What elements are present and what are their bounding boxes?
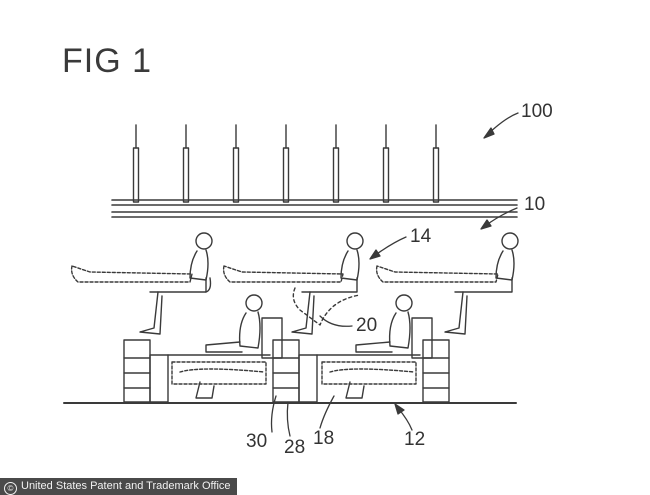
ref-12: 12 xyxy=(404,429,426,450)
upper-passenger xyxy=(222,232,364,335)
ref-28: 28 xyxy=(284,437,306,458)
rod xyxy=(182,124,190,203)
lower-passenger xyxy=(329,294,415,399)
seat-stack-right xyxy=(422,339,450,403)
ceiling-rails xyxy=(111,199,518,218)
ref-18: 18 xyxy=(313,428,335,449)
ceiling-rods xyxy=(132,124,440,203)
rod xyxy=(132,124,140,203)
rod xyxy=(332,124,340,203)
rod xyxy=(232,124,240,203)
ref-20: 20 xyxy=(356,315,378,336)
ref-14: 14 xyxy=(410,226,432,247)
upper-passenger xyxy=(70,232,213,335)
ref-100: 100 xyxy=(521,101,553,122)
copyright-icon: © xyxy=(4,482,17,495)
reference-leaders xyxy=(270,112,519,437)
rod xyxy=(382,124,390,203)
ref-10: 10 xyxy=(524,194,546,215)
rod xyxy=(282,124,290,203)
seat-stack-left xyxy=(123,339,169,403)
credit-text: United States Patent and Trademark Offic… xyxy=(21,480,231,492)
ref-30: 30 xyxy=(246,431,268,452)
lower-passenger xyxy=(179,294,265,399)
upper-passenger xyxy=(375,232,519,335)
image-credit: © United States Patent and Trademark Offi… xyxy=(0,478,237,495)
seat-frame-dashed xyxy=(292,287,361,326)
lower-seat xyxy=(316,317,433,385)
lower-seat xyxy=(167,317,283,385)
seat-stack-middle xyxy=(272,339,318,403)
figure-title: FIG 1 xyxy=(62,42,153,80)
rod xyxy=(432,124,440,203)
